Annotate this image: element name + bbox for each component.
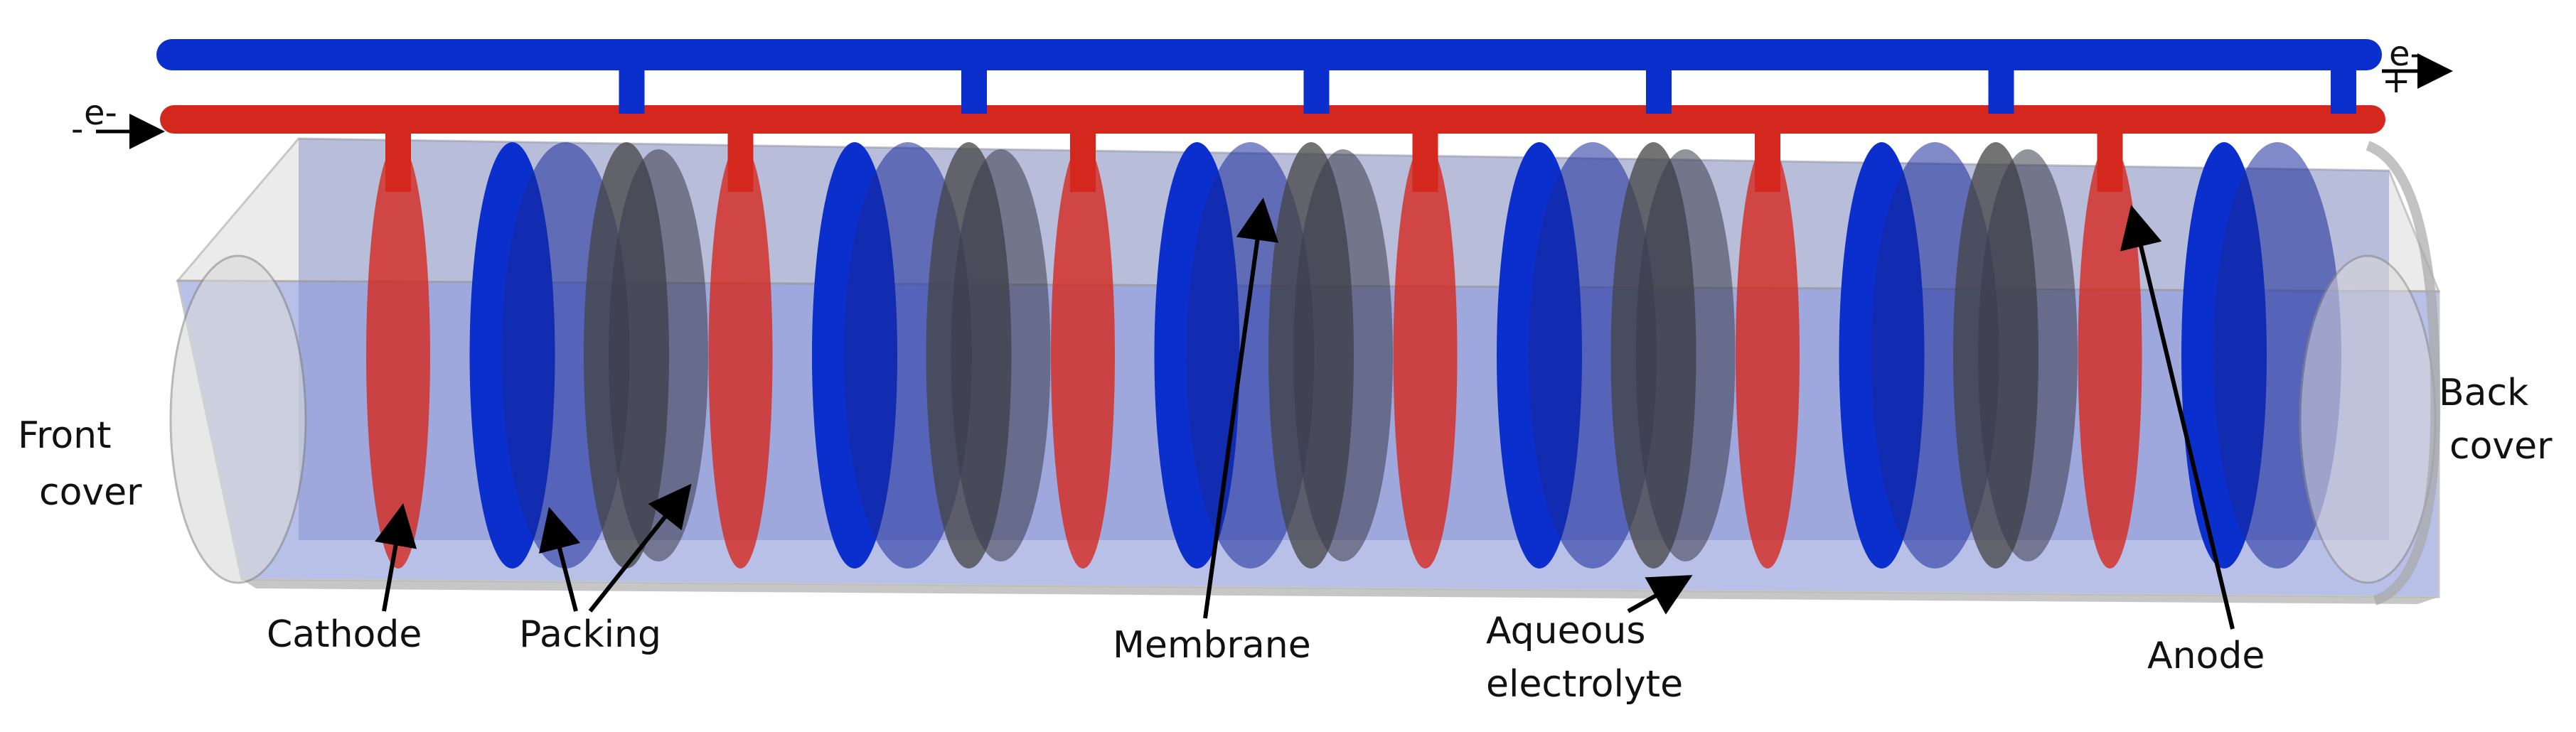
back-cover-label-line2: cover — [2449, 425, 2553, 468]
housing-bottom-edge — [242, 579, 2439, 604]
packing-disc-2 — [951, 149, 1051, 561]
cathode-arrow — [375, 503, 417, 612]
anode-arrow — [2120, 205, 2235, 630]
packing-disc-5 — [1978, 149, 2078, 561]
packing-arrow-right — [588, 483, 692, 613]
terminal-right-plus: + — [2382, 61, 2410, 101]
cathode-ring-6 — [2078, 142, 2142, 569]
cathode-element-7 — [1051, 142, 1115, 569]
anode-bus-bar — [156, 39, 2382, 70]
electrolyte-label-line2: electrolyte — [1486, 663, 1683, 706]
current-collectors — [156, 39, 2385, 192]
cathode-element-16 — [2078, 142, 2142, 569]
labels: Front cover Back cover Cathode Packing M… — [18, 372, 2553, 706]
packing-disc-1 — [609, 149, 708, 561]
packing-element-12 — [1610, 142, 1736, 569]
packing-disc-4 — [1635, 149, 1736, 561]
cathode-connector-1 — [385, 128, 411, 192]
anode-label: Anode — [2147, 635, 2265, 677]
cathode-ring-5 — [1736, 142, 1800, 569]
terminal-left-minus: - — [71, 109, 83, 149]
front-cover-label-line1: Front — [18, 414, 112, 457]
packing-element-9 — [1268, 142, 1393, 569]
electrolyte-arrow — [1627, 575, 1693, 615]
packing-element-15 — [1953, 142, 2078, 569]
back-cover — [2299, 254, 2437, 584]
cathode-label: Cathode — [267, 613, 422, 656]
packing-disc-3 — [1293, 149, 1393, 561]
terminal-right-label: e- — [2389, 34, 2422, 74]
packing-arrow-left — [539, 507, 581, 612]
back-cover-label-line1: Back — [2439, 372, 2528, 414]
terminal-left-label: e- — [84, 93, 117, 133]
packing-element-6 — [926, 142, 1051, 569]
cathode-connector-4 — [1412, 128, 1438, 192]
front-cover-label-line2: cover — [39, 471, 142, 514]
cathode-ring-2 — [708, 142, 773, 569]
electrolyte-label-line1: Aqueous — [1486, 610, 1645, 652]
membrane-label: Membrane — [1113, 624, 1311, 667]
cathode-ring-3 — [1051, 142, 1115, 569]
membrane-arrow — [1203, 198, 1279, 619]
cathode-connector-5 — [1755, 128, 1780, 192]
cathode-ring-4 — [1393, 142, 1458, 569]
front-cover — [169, 254, 307, 584]
covers — [169, 141, 2441, 605]
cathode-element-10 — [1393, 142, 1458, 569]
cathode-ring-1 — [366, 142, 430, 569]
anode-connector-4 — [1646, 64, 1672, 114]
cathode-connector-2 — [727, 128, 754, 192]
anode-connector-1 — [619, 64, 645, 114]
cathode-connector-6 — [2097, 128, 2123, 192]
anode-connector-3 — [1303, 64, 1330, 114]
anode-connector-2 — [961, 64, 987, 114]
back-cover-rim — [2366, 141, 2441, 605]
cathode-connector-3 — [1070, 128, 1096, 192]
cathode-bus-bar — [160, 105, 2385, 134]
anode-connector-5 — [1988, 64, 2014, 114]
cathode-element-4 — [708, 142, 773, 569]
pointer-arrows — [375, 198, 2235, 630]
packing-label: Packing — [519, 613, 661, 656]
electrode-stack — [366, 142, 2341, 569]
terminals: e- - e- + — [71, 34, 2453, 149]
packing-element-3 — [584, 142, 708, 569]
cathode-element-13 — [1736, 142, 1800, 569]
cathode-element-1 — [366, 142, 430, 569]
anode-connector-6 — [2331, 64, 2356, 114]
